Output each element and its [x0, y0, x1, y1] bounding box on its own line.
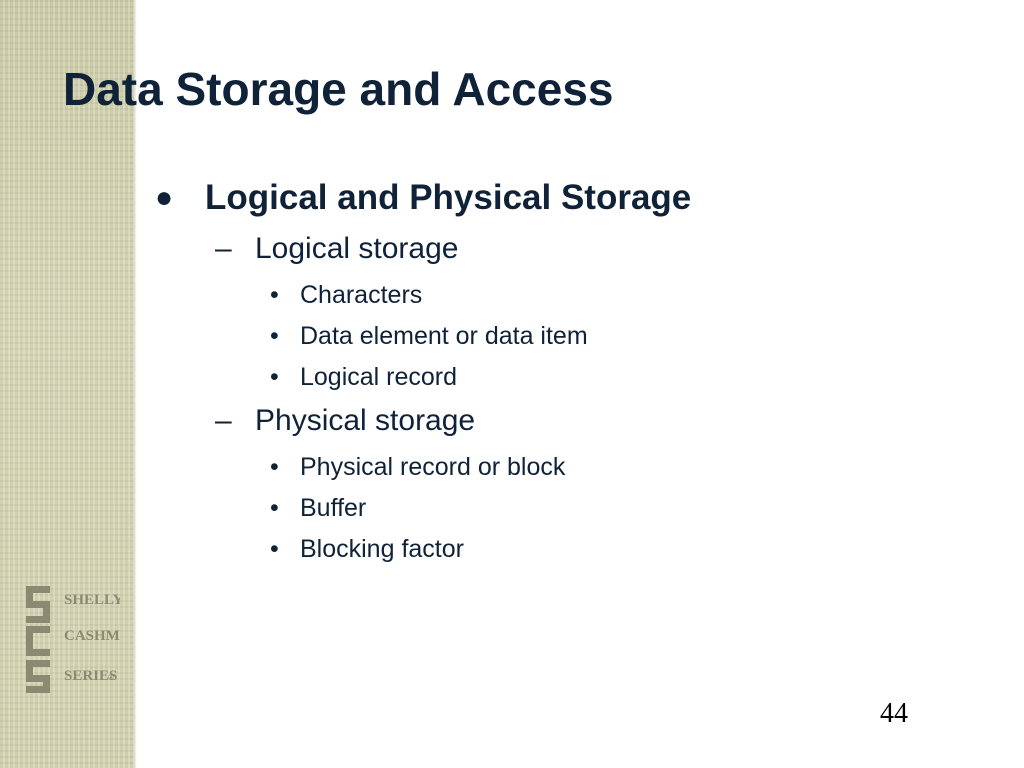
- dot-marker: •: [270, 322, 279, 350]
- bullet-text: Data element or data item: [300, 322, 588, 350]
- bullet-level3: • Blocking factor: [270, 535, 464, 564]
- bullet-text: Blocking factor: [300, 535, 464, 563]
- bullet-text: Physical record or block: [300, 453, 566, 481]
- bullet-text: Logical record: [300, 363, 458, 391]
- dash-marker: –: [215, 404, 232, 437]
- bullet-text: Buffer: [300, 494, 367, 522]
- bullet-level3: • Buffer: [270, 494, 366, 523]
- bullet-marker: ●: [155, 181, 174, 214]
- shelly-cashman-logo: SHELLY CASHMAN SERIES ®: [26, 586, 120, 693]
- logo-mark-icon: [26, 586, 50, 693]
- bullet-text: Logical storage: [255, 232, 459, 265]
- dash-marker: –: [215, 232, 232, 265]
- bullet-level3: • Logical record: [270, 363, 457, 392]
- bullet-level3: • Physical record or block: [270, 453, 565, 482]
- page-number: 44: [880, 698, 908, 729]
- dot-marker: •: [270, 535, 279, 563]
- logo-line-series: SERIES: [64, 668, 117, 684]
- dot-marker: •: [270, 494, 279, 522]
- logo-line-cashman: CASHMAN: [64, 628, 120, 644]
- dot-marker: •: [270, 453, 279, 481]
- slide-title: Data Storage and Access: [63, 63, 614, 115]
- decorative-side-strip: [0, 0, 134, 768]
- logo-registered-mark: ®: [108, 673, 114, 682]
- bullet-text: Physical storage: [255, 404, 476, 437]
- bullet-level2: –Logical storage: [215, 232, 458, 266]
- bullet-level1: ● Logical and Physical Storage: [155, 178, 691, 218]
- dot-marker: •: [270, 281, 279, 309]
- logo-line-shelly: SHELLY: [64, 592, 120, 608]
- dot-marker: •: [270, 363, 279, 391]
- bullet-level3: • Data element or data item: [270, 322, 588, 351]
- bullet-text: Logical and Physical Storage: [205, 178, 692, 217]
- bullet-level2: –Physical storage: [215, 404, 475, 438]
- side-strip-shadow: [134, 0, 137, 768]
- bullet-text: Characters: [300, 281, 423, 309]
- bullet-level3: • Characters: [270, 281, 422, 310]
